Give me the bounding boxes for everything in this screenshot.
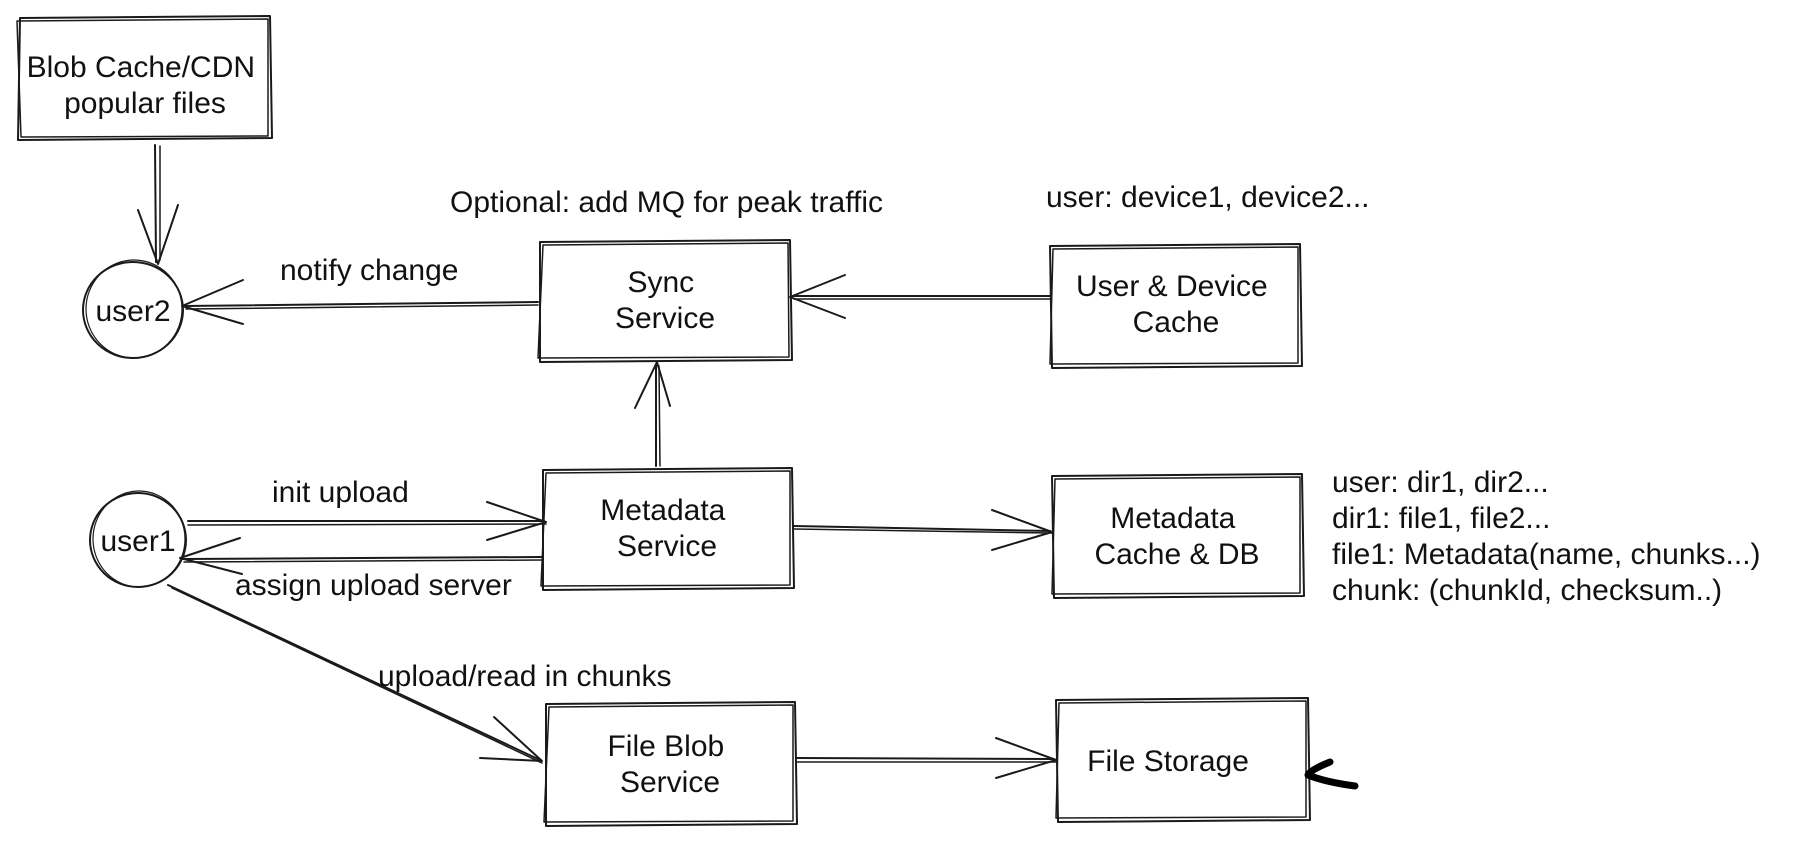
node-user-device-cache: User & Device Cache [1049,243,1303,369]
note-user-devices: user: device1, device2... [1046,181,1370,214]
node-file-blob-service: File Blob Service [543,701,798,827]
node-file-storage: File Storage [1055,697,1359,823]
schema-line: user: dir1, dir2... [1332,466,1549,499]
node-label-line: Blob Cache/CDN [27,51,255,84]
node-label-line: Cache [1133,306,1220,339]
node-blob-cache: Blob Cache/CDN popular files [16,15,273,141]
node-label-line: Service [615,302,715,335]
edge-label-init-upload: init upload [272,476,409,509]
note-mq: Optional: add MQ for peak traffic [450,186,883,219]
edge-metadata-to-user1 [179,537,543,575]
edge-file-blob-to-storage [796,737,1057,779]
edge-sync-to-user2 [181,279,539,325]
node-label-line: Sync [627,266,694,299]
node-label-line: User & Device [1076,270,1268,303]
node-metadata-cache-db: Metadata Cache & DB [1051,473,1305,599]
schema-line: chunk: (chunkId, checksum..) [1332,574,1722,607]
edge-label-notify-change: notify change [280,254,458,287]
node-label-line: Service [617,530,717,563]
node-sync-service: Sync Service [537,239,793,363]
node-label-line: Metadata [1110,502,1235,535]
node-user1: user1 [89,490,187,588]
edge-user-device-to-sync [789,274,1051,319]
node-label-file-storage: File Storage [1087,745,1249,778]
edge-label-upload-read: upload/read in chunks [378,660,672,693]
node-label-line: Cache & DB [1094,538,1259,571]
schema-line: dir1: file1, file2... [1332,502,1550,535]
edge-user1-to-file-blob [167,584,543,764]
svg-text:Blob Cache/CDN popular f: Blob Cache/CDN popular files [27,51,264,120]
schema-line: file1: Metadata(name, chunks...) [1332,538,1761,571]
node-user2: user2 [82,259,184,359]
svg-text:User & Device Cache: User & Device Cache [1076,270,1276,339]
hand-drawn-mark-icon [1304,758,1359,790]
note-metadata-schema: user: dir1, dir2... dir1: file1, file2..… [1332,466,1761,607]
node-label-line: popular files [64,87,226,120]
node-label-line: Metadata [600,494,725,527]
node-label-user1: user1 [100,525,175,558]
svg-text:Metadata Service: Metadata Service [600,494,733,563]
svg-text:File Blob Service: File Blob Service [607,730,732,799]
node-label-line: Service [620,766,720,799]
svg-text:Metadata Cache & DB: Metadata Cache & DB [1094,502,1259,571]
edge-metadata-to-cache-db [793,509,1053,551]
edge-blob-cache-to-user2 [137,144,179,265]
edge-metadata-to-sync [634,361,671,467]
edge-user1-to-metadata [187,501,547,541]
node-label-user2: user2 [95,295,170,328]
node-metadata-service: Metadata Service [540,467,795,591]
edge-label-assign-upload-server: assign upload server [235,569,512,602]
node-label-line: File Blob [607,730,724,763]
svg-text:Sync Service: Sync Service [615,266,715,335]
